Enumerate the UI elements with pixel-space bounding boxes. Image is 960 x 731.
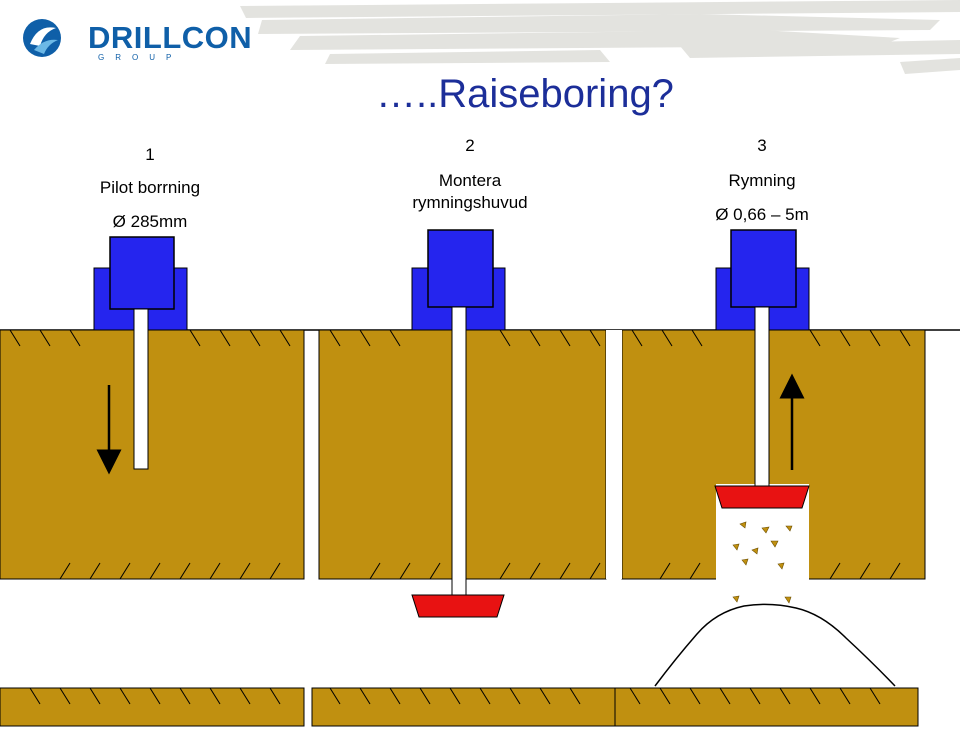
step-3-diameter: Ø 0,66 – 5m xyxy=(715,205,809,224)
step-2-name: Montera xyxy=(438,171,502,190)
company-logo: DRILLCON GROUP xyxy=(20,10,252,62)
shaft-gap xyxy=(606,330,622,579)
rock-layer-upper-1 xyxy=(0,329,305,580)
step-2-name-line2: rymningshuvud xyxy=(412,193,528,212)
step-3-name: Rymning xyxy=(728,171,796,190)
rig-1 xyxy=(93,236,188,331)
reamed-shaft xyxy=(716,484,809,684)
step-2-number: 2 xyxy=(465,136,475,155)
drill-rod-2 xyxy=(451,306,467,602)
step-3-number: 3 xyxy=(757,136,767,155)
reamer-head-2 xyxy=(411,594,505,618)
rock-layer-lower-1 xyxy=(0,687,305,727)
rock-hatching xyxy=(9,329,911,705)
logo-subtitle: GROUP xyxy=(98,53,183,62)
page-title: …..Raiseboring? xyxy=(376,72,674,116)
logo-wordmark: DRILLCON xyxy=(88,20,253,55)
step-1-number: 1 xyxy=(145,145,155,164)
muck-pile xyxy=(654,603,896,687)
falling-cuttings xyxy=(732,521,793,604)
rock-layer-lower-2 xyxy=(311,687,616,727)
drill-rod-1 xyxy=(133,308,149,470)
header-brush-decoration xyxy=(240,0,960,74)
step-1-name: Pilot borrning xyxy=(99,178,201,197)
step-1-diameter: Ø 285mm xyxy=(112,212,188,231)
drillcon-emblem-icon xyxy=(23,19,61,57)
drill-rod-3 xyxy=(754,306,770,493)
reamer-head-3 xyxy=(714,485,810,509)
rock-layer-lower-3 xyxy=(614,687,919,727)
